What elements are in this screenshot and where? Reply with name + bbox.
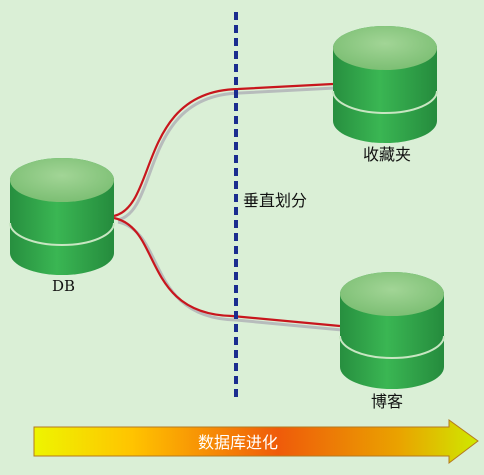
favorites-database-icon [332, 26, 438, 143]
db-to-blog-line [113, 216, 341, 328]
database-evolution-label: 数据库进化 [198, 433, 278, 452]
blog-database-icon [339, 272, 445, 389]
connector-lines [113, 82, 341, 328]
db-database-icon [9, 158, 115, 275]
vertical-division-label: 垂直划分 [243, 191, 307, 210]
db-to-favorites-line [113, 82, 334, 218]
database-evolution-arrow: 数据库进化 [33, 419, 479, 465]
blog-label: 博客 [371, 392, 403, 411]
connector-shadows [117, 86, 343, 332]
favorites-label: 收藏夹 [363, 145, 411, 164]
db-label: DB [52, 277, 75, 295]
